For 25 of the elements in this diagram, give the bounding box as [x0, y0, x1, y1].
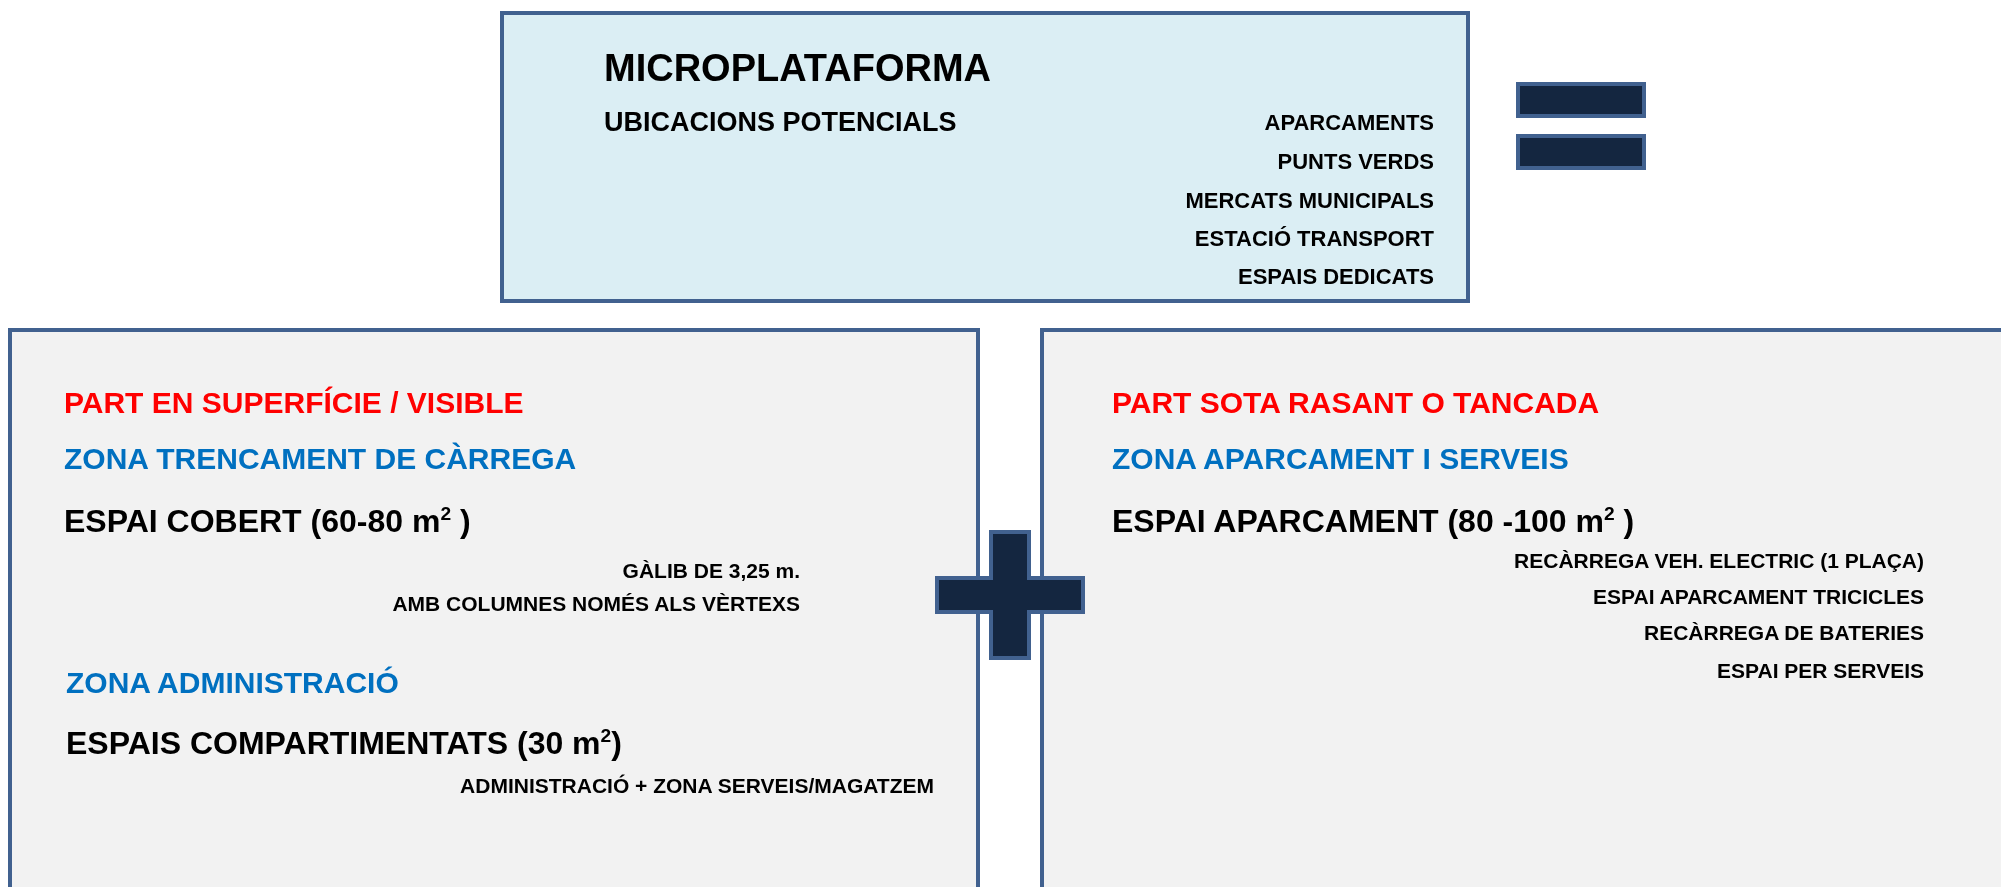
subheading: UBICACIONS POTENCIALS — [604, 106, 957, 138]
space-description: ESPAIS COMPARTIMENTATS (30 m$^{2}$) — [66, 724, 622, 762]
zone-heading: ZONA APARCAMENT I SERVEIS — [1112, 442, 1569, 477]
location-panel — [500, 11, 1470, 303]
list-item: MERCATS MUNICIPALS — [1185, 187, 1434, 214]
zone-heading: ZONA TRENCAMENT DE CÀRREGA — [64, 442, 577, 477]
zone-heading: ZONA ADMINISTRACIÓ — [66, 666, 399, 701]
space-description: ESPAI APARCAMENT (80 -100 m$^{2}$ ) — [1112, 502, 1635, 540]
surface-panel — [8, 328, 980, 887]
list-item: ESTACIÓ TRANSPORT — [1194, 225, 1434, 252]
list-item: RECÀRREGA DE BATERIES — [1643, 621, 1924, 646]
section-heading: PART SOTA RASANT O TANCADA — [1112, 386, 1600, 421]
list-item: ESPAIS DEDICATS — [1238, 263, 1434, 290]
note-text: ADMINISTRACIÓ + ZONA SERVEIS/MAGATZEM — [460, 774, 934, 799]
note-text: AMB COLUMNES NOMÉS ALS VÈRTEXS — [392, 592, 800, 617]
list-item: ESPAI PER SERVEIS — [1717, 659, 1924, 684]
space-description: ESPAI COBERT (60-80 m$^{2}$ ) — [64, 502, 471, 540]
list-item: APARCAMENTS — [1264, 109, 1434, 136]
note-text: GÀLIB DE 3,25 m. — [622, 559, 800, 584]
list-item: PUNTS VERDS — [1277, 148, 1434, 175]
underground-panel — [1040, 328, 2001, 887]
section-heading: PART EN SUPERFÍCIE / VISIBLE — [64, 386, 524, 421]
panel-heading: MICROPLATAFORMA — [604, 47, 991, 91]
list-item: ESPAI APARCAMENT TRICICLES — [1593, 585, 1924, 610]
list-item: RECÀRREGA VEH. ELECTRIC (1 PLAÇA) — [1514, 549, 1924, 574]
